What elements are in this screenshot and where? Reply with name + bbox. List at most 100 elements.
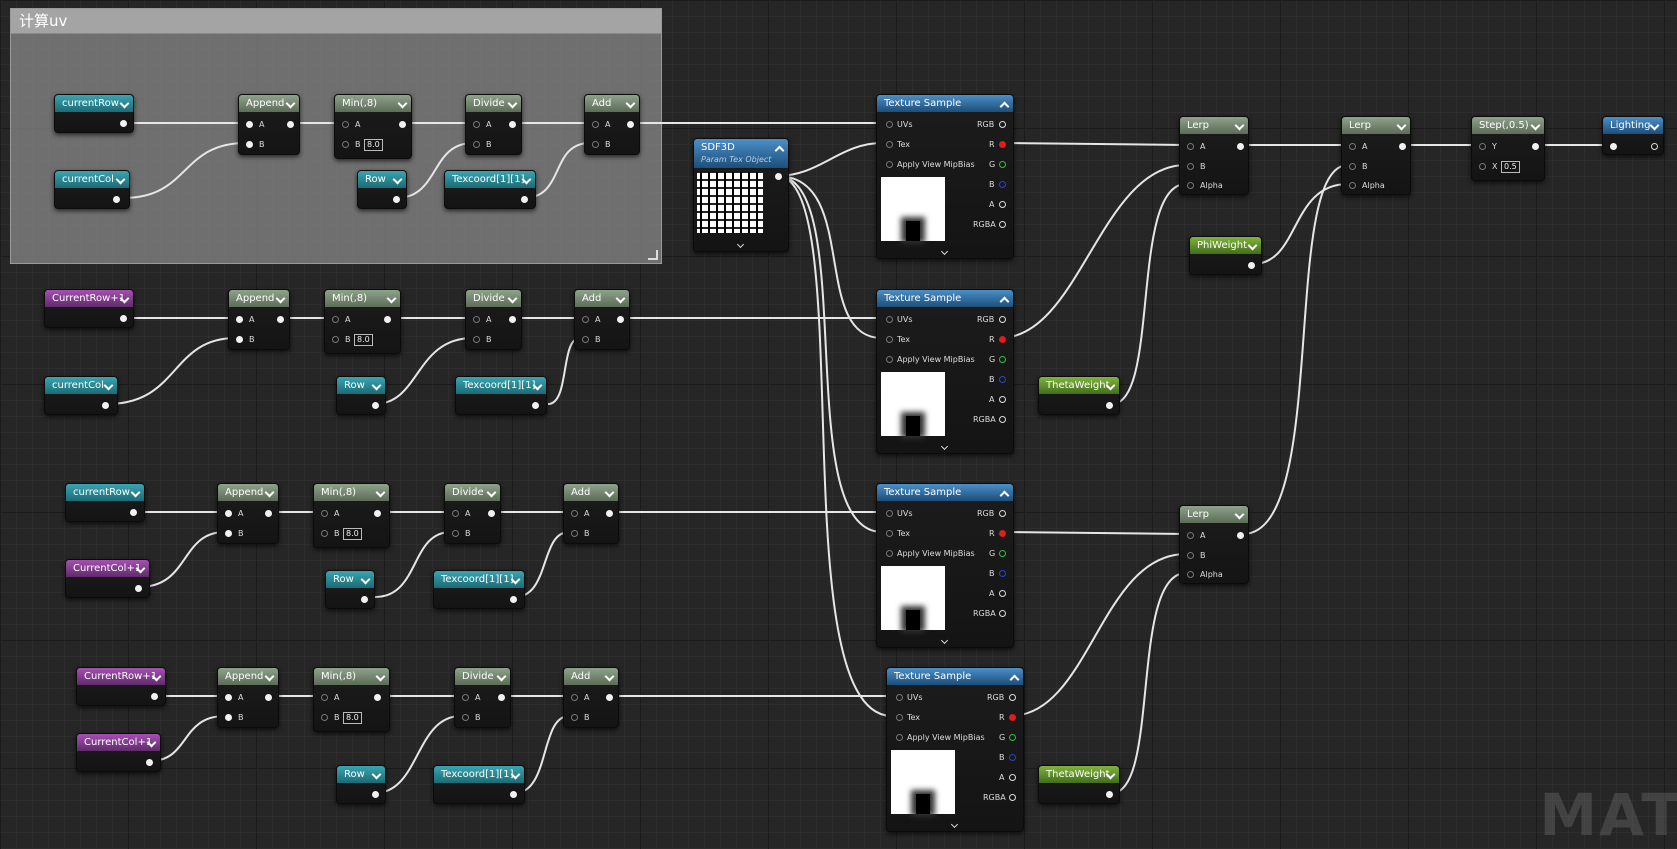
- output-pin[interactable]: [1237, 532, 1244, 539]
- output-pin[interactable]: [606, 694, 613, 701]
- output-pin[interactable]: [1248, 262, 1255, 269]
- input-pin-b[interactable]: [1349, 163, 1356, 170]
- chevron-down-icon[interactable]: [486, 487, 497, 498]
- output-pin[interactable]: [151, 693, 158, 700]
- output-pin[interactable]: [374, 694, 381, 701]
- chevron-up-icon[interactable]: [774, 145, 785, 156]
- texture-sample-node[interactable]: Texture Sample UVs Tex Apply View MipBia…: [886, 667, 1024, 832]
- output-pin[interactable]: [1532, 143, 1539, 150]
- row-param[interactable]: Row: [325, 570, 375, 609]
- chevron-up-icon[interactable]: [1009, 674, 1020, 685]
- append-node[interactable]: Append A B: [217, 667, 279, 728]
- chevron-down-icon[interactable]: [103, 380, 114, 391]
- output-pin[interactable]: [521, 196, 528, 203]
- texture-sample-node[interactable]: Texture Sample UVs Tex Apply View MipBia…: [876, 94, 1014, 259]
- input-pin-b[interactable]: [1187, 163, 1194, 170]
- output-pin[interactable]: [498, 694, 505, 701]
- input-pin-mipbias[interactable]: [886, 161, 893, 168]
- texcoord-node[interactable]: Texcoord[1][1]: [433, 570, 525, 609]
- output-pin[interactable]: [120, 120, 127, 127]
- chevron-down-icon[interactable]: [130, 487, 141, 498]
- add-node[interactable]: Add A B: [584, 94, 640, 155]
- output-pin[interactable]: [102, 402, 109, 409]
- output-pin-a[interactable]: [999, 590, 1006, 597]
- param-current-col[interactable]: currentCol: [54, 170, 130, 209]
- output-pin-rgb[interactable]: [999, 121, 1006, 128]
- output-pin[interactable]: [372, 402, 379, 409]
- divide-node[interactable]: Divide A B: [454, 667, 511, 728]
- input-pin-mipbias[interactable]: [886, 356, 893, 363]
- chevron-down-icon[interactable]: [736, 240, 745, 249]
- row-param[interactable]: Row: [357, 170, 407, 209]
- input-pin-uvs[interactable]: [886, 316, 893, 323]
- input-pin-b[interactable]: [571, 530, 578, 537]
- output-pin-rgba[interactable]: [999, 610, 1006, 617]
- chevron-down-icon[interactable]: [1234, 509, 1245, 520]
- lighting-node[interactable]: Lighting: [1602, 116, 1664, 155]
- output-pin[interactable]: [1399, 143, 1406, 150]
- output-pin-rgba[interactable]: [999, 221, 1006, 228]
- chevron-down-icon[interactable]: [1649, 120, 1660, 131]
- input-pin-b[interactable]: [332, 336, 339, 343]
- param-current-row-plus1[interactable]: CurrentRow+1: [76, 667, 166, 706]
- input-pin-b[interactable]: [225, 530, 232, 537]
- input-pin-b[interactable]: [571, 714, 578, 721]
- lerp-node[interactable]: Lerp A B Alpha: [1179, 505, 1249, 584]
- input-pin-a[interactable]: [473, 316, 480, 323]
- input-pin-a[interactable]: [332, 316, 339, 323]
- param-current-col-plus1[interactable]: CurrentCol+1: [76, 733, 161, 772]
- chevron-down-icon[interactable]: [604, 671, 615, 682]
- chevron-down-icon[interactable]: [375, 487, 386, 498]
- texcoord-node[interactable]: Texcoord[1][1]: [433, 765, 525, 804]
- input-pin-b[interactable]: [582, 336, 589, 343]
- min-b-value[interactable]: 8.0: [343, 712, 362, 724]
- chevron-down-icon[interactable]: [375, 671, 386, 682]
- input-pin-b[interactable]: [452, 530, 459, 537]
- input-pin[interactable]: [1610, 143, 1617, 150]
- input-pin-a[interactable]: [1187, 143, 1194, 150]
- output-pin-r[interactable]: [999, 336, 1006, 343]
- step-x-value[interactable]: 0.5: [1501, 161, 1520, 173]
- output-pin[interactable]: [1237, 143, 1244, 150]
- output-pin-a[interactable]: [1009, 774, 1016, 781]
- chevron-down-icon[interactable]: [625, 98, 636, 109]
- theta-weight-param[interactable]: ThetaWeight: [1038, 765, 1120, 804]
- input-pin-a[interactable]: [225, 510, 232, 517]
- output-pin-r[interactable]: [999, 530, 1006, 537]
- output-pin[interactable]: [510, 596, 517, 603]
- chevron-down-icon[interactable]: [940, 247, 949, 256]
- input-pin-b[interactable]: [462, 714, 469, 721]
- chevron-up-icon[interactable]: [999, 490, 1010, 501]
- input-pin-b[interactable]: [321, 714, 328, 721]
- sdf3d-texture-object[interactable]: SDF3D Param Tex Object: [693, 138, 789, 252]
- input-pin-a[interactable]: [321, 510, 328, 517]
- output-pin-g[interactable]: [999, 550, 1006, 557]
- output-pin-rgb[interactable]: [1009, 694, 1016, 701]
- texture-sample-node[interactable]: Texture Sample UVs Tex Apply View MipBia…: [876, 289, 1014, 454]
- chevron-down-icon[interactable]: [264, 487, 275, 498]
- input-pin-b[interactable]: [321, 530, 328, 537]
- input-pin-a[interactable]: [582, 316, 589, 323]
- input-pin-b[interactable]: [473, 336, 480, 343]
- output-pin[interactable]: [627, 121, 634, 128]
- input-pin-a[interactable]: [246, 121, 253, 128]
- input-pin-a[interactable]: [592, 121, 599, 128]
- input-pin-a[interactable]: [342, 121, 349, 128]
- comment-resize-handle[interactable]: [648, 250, 658, 260]
- input-pin-alpha[interactable]: [1187, 182, 1194, 189]
- input-pin-tex[interactable]: [896, 714, 903, 721]
- output-pin-g[interactable]: [999, 161, 1006, 168]
- output-pin[interactable]: [510, 791, 517, 798]
- chevron-down-icon[interactable]: [950, 820, 959, 829]
- texcoord-node[interactable]: Texcoord[1][1]: [455, 376, 547, 415]
- output-pin-rgba[interactable]: [999, 416, 1006, 423]
- min-node[interactable]: Min(,8) A B 8.0: [313, 667, 390, 732]
- output-pin[interactable]: [130, 509, 137, 516]
- output-pin[interactable]: [146, 759, 153, 766]
- divide-node[interactable]: Divide A B: [444, 483, 501, 544]
- row-param[interactable]: Row: [336, 765, 386, 804]
- output-pin[interactable]: [287, 121, 294, 128]
- texture-sample-node[interactable]: Texture Sample UVs Tex Apply View MipBia…: [876, 483, 1014, 648]
- output-pin-a[interactable]: [999, 396, 1006, 403]
- input-pin-a[interactable]: [571, 694, 578, 701]
